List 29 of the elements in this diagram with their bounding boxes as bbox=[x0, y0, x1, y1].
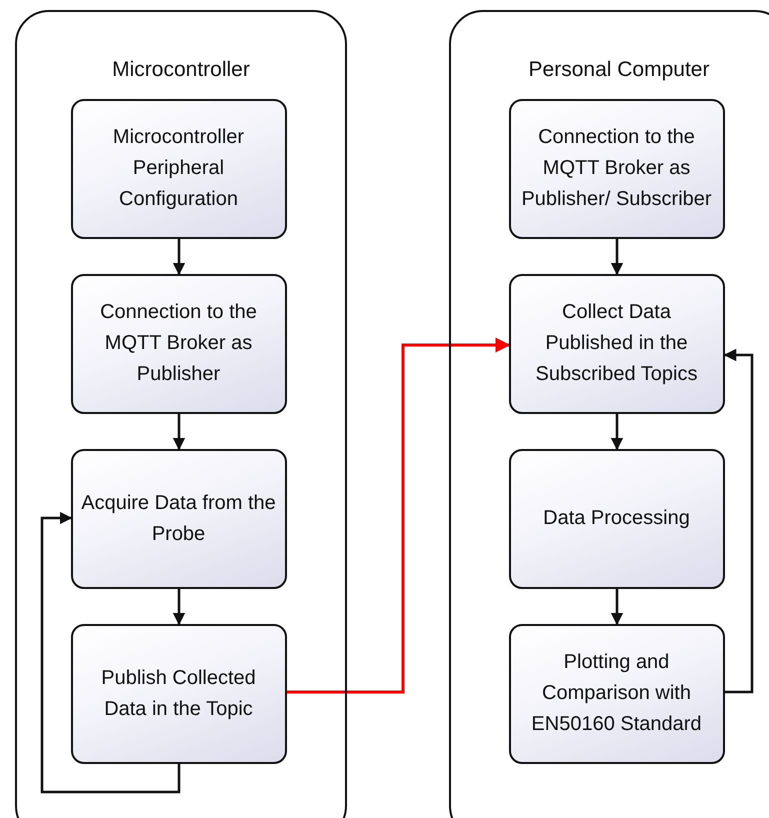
process-box bbox=[508, 624, 724, 764]
arrow bbox=[287, 338, 510, 694]
box-label: Publish Collected Data in the Topic bbox=[100, 666, 257, 722]
arrow bbox=[610, 589, 624, 626]
arrow bbox=[40, 512, 180, 794]
group-container bbox=[15, 10, 347, 818]
box-label: Plotting and Comparison with EN50160 Standard bbox=[530, 650, 703, 737]
box-label: Acquire Data from the Probe bbox=[80, 490, 277, 546]
arrow bbox=[610, 414, 624, 450]
arrow bbox=[172, 414, 186, 450]
arrow bbox=[724, 348, 754, 694]
box-label: Connection to the MQTT Broker as Publisher/ Subscriber bbox=[520, 125, 713, 212]
process-box bbox=[70, 274, 286, 414]
arrow bbox=[610, 239, 624, 276]
group-container bbox=[449, 10, 769, 818]
process-box bbox=[70, 624, 286, 764]
arrow bbox=[172, 239, 186, 276]
group-title: Microcontroller bbox=[111, 58, 251, 82]
process-box bbox=[508, 98, 724, 238]
process-box bbox=[508, 448, 724, 588]
process-box bbox=[70, 98, 286, 238]
group-title: Personal Computer bbox=[528, 58, 710, 82]
box-label: Connection to the MQTT Broker as Publisher bbox=[99, 300, 258, 387]
arrow bbox=[172, 589, 186, 626]
box-label: Data Processing bbox=[542, 506, 691, 531]
process-box bbox=[508, 274, 724, 414]
box-label: Collect Data Published in the Subscribed Topics bbox=[534, 300, 698, 387]
box-label: Microcontroller Peripheral Configuration bbox=[112, 125, 246, 212]
process-box bbox=[70, 448, 286, 588]
